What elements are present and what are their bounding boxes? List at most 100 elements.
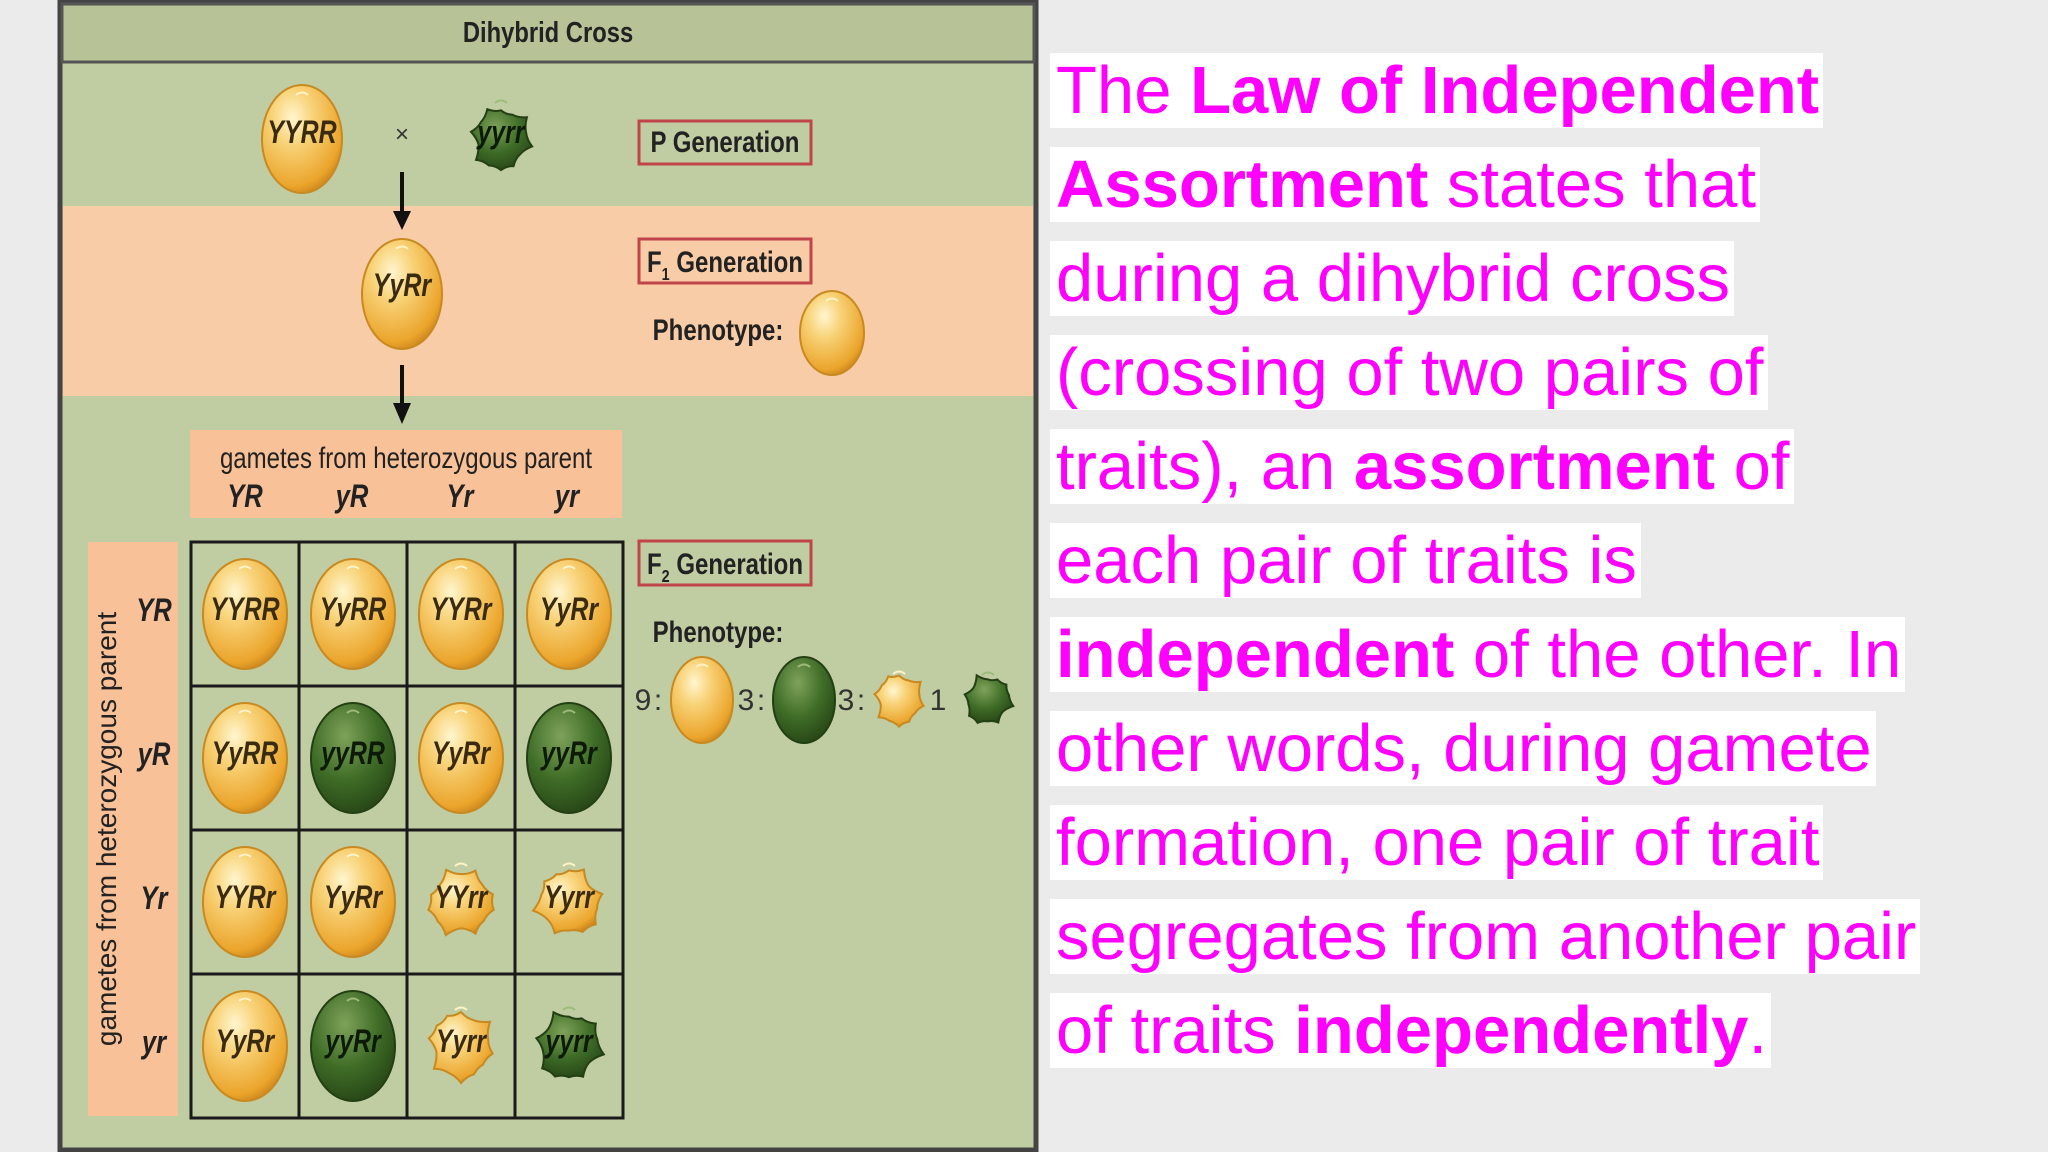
yellow-wrinkled-pea-icon <box>872 670 926 729</box>
genotype-label: Yyrr <box>436 1024 488 1060</box>
green-round-pea-icon <box>526 702 612 814</box>
green-wrinkled-pea-icon <box>963 671 1015 725</box>
green-wrinkled-pea-icon <box>469 99 534 172</box>
ratio-separator: : <box>757 684 765 717</box>
gamete-allele-top: Yr <box>446 479 475 514</box>
law-text-line: traits), an assortment of <box>1050 429 1794 504</box>
punnett-cell: yyRR <box>310 702 396 814</box>
gamete-allele-side: yr <box>140 1025 167 1060</box>
punnett-cell: YYrr <box>427 862 495 937</box>
law-text-segment: other words, during gamete <box>1056 711 1872 786</box>
p-generation-label: P Generation <box>651 124 800 158</box>
law-text-bold: Law of Independent <box>1190 53 1820 128</box>
punnett-cell: YyRR <box>202 702 288 814</box>
f1-generation-label: F1 Generation <box>647 244 803 284</box>
diagram-title: Dihybrid Cross <box>463 16 633 49</box>
punnett-cell: YyRR <box>310 558 396 670</box>
law-text-segment: segregates from another pair <box>1056 899 1917 974</box>
ratio-item: 3: <box>838 670 926 729</box>
gamete-allele-side: YR <box>136 593 172 628</box>
genotype-label: YyRr <box>432 736 492 772</box>
law-text-segment: traits), an <box>1056 429 1354 504</box>
yellow-round-pea-icon <box>670 656 734 744</box>
punnett-cell: YYRr <box>418 558 504 670</box>
ratio-number: 9 <box>635 684 652 717</box>
punnett-cell: YYRr <box>202 846 288 958</box>
genotype-label: yyrr <box>544 1024 595 1060</box>
punnett-cell: yyRr <box>310 990 396 1102</box>
yellow-round-pea-icon <box>310 558 396 670</box>
law-text-segment: The <box>1056 53 1191 128</box>
yellow-wrinkled-pea-icon <box>427 862 495 937</box>
green-round-pea-icon <box>310 990 396 1102</box>
gamete-allele-top: yr <box>553 479 580 514</box>
law-text-segment: of traits <box>1056 993 1295 1068</box>
p-generation-box <box>637 119 813 166</box>
law-text-segment: of the other. In <box>1454 617 1902 692</box>
gametes-top-caption: gametes from heterozygous parent <box>220 440 592 474</box>
law-text-line: of traits independently. <box>1050 993 1772 1068</box>
genotype-label: YyRR <box>320 592 387 628</box>
ratio-item: 3: <box>738 656 836 744</box>
dihybrid-cross-diagram: Dihybrid Cross YYRR × yyrr P Generation … <box>57 0 1039 1152</box>
law-text-segment: each pair of traits is <box>1056 523 1637 598</box>
arrow-f1-to-gametes <box>393 365 411 424</box>
yellow-wrinkled-pea-icon <box>531 862 604 935</box>
yellow-round-pea-icon <box>361 238 443 350</box>
genotype-label: YyRr <box>540 592 600 628</box>
law-text-bold: independent <box>1056 617 1455 692</box>
gamete-allele-side: Yr <box>140 881 169 916</box>
law-text-segment: (crossing of two pairs of <box>1056 335 1764 410</box>
f1-phenotype-pea <box>799 290 865 376</box>
green-wrinkled-pea-icon <box>534 1006 606 1079</box>
genotype-label: yyRr <box>540 736 599 772</box>
f2-phenotype-ratio: 9:3:3:1 <box>635 656 1015 744</box>
punnett-cell: YyRr <box>310 846 396 958</box>
punnett-cell: yyrr <box>534 1006 606 1079</box>
gametes-side-box <box>88 542 178 1116</box>
law-text-bold: assortment <box>1353 429 1716 504</box>
yellow-round-pea-icon <box>310 846 396 958</box>
gamete-allele-top: YR <box>227 479 263 514</box>
ratio-number: 3 <box>838 684 855 717</box>
genotype-label: YyRr <box>373 268 433 304</box>
green-round-pea-icon <box>772 656 836 744</box>
punnett-cell: YyRr <box>202 990 288 1102</box>
genotype-label: YyRr <box>324 880 384 916</box>
yellow-round-pea-icon <box>418 558 504 670</box>
punnett-cell: YYRR <box>202 558 288 670</box>
ratio-separator: : <box>654 684 662 717</box>
genotype-label: YyRr <box>216 1024 276 1060</box>
genotype-label: yyrr <box>476 115 527 151</box>
genotype-label: yyRR <box>319 736 385 772</box>
yellow-round-pea-icon <box>202 702 288 814</box>
ratio-number: 1 <box>930 684 947 717</box>
f2-generation-label: F2 Generation <box>647 546 803 586</box>
parent-pea-yellow-round: YYRR <box>261 84 343 194</box>
yellow-round-pea-icon <box>202 990 288 1102</box>
genotype-label: YYRr <box>430 592 493 628</box>
f1-band <box>63 206 1033 396</box>
law-text-segment: formation, one pair of trait <box>1056 805 1820 880</box>
law-text-bold: Assortment <box>1056 147 1429 222</box>
arrow-p-to-f1 <box>393 172 411 230</box>
genotype-label: yyRr <box>324 1024 383 1060</box>
genotype-label: YYRR <box>210 592 280 628</box>
yellow-wrinkled-pea-icon <box>427 1006 494 1085</box>
law-text-line: independent of the other. In <box>1050 617 1906 692</box>
law-text-segment: during a dihybrid cross <box>1056 241 1731 316</box>
law-text-line: other words, during gamete <box>1050 711 1876 786</box>
genotype-label: YYrr <box>435 880 489 916</box>
genotype-label: YyRR <box>212 736 279 772</box>
law-text-line: during a dihybrid cross <box>1050 241 1735 316</box>
ratio-item: 9: <box>635 656 734 744</box>
law-text-segment: states that <box>1428 147 1757 222</box>
f1-generation-box <box>637 237 813 285</box>
f2-phenotype-label: Phenotype: <box>653 614 784 648</box>
punnett-cell: Yyrr <box>531 862 604 935</box>
law-text-line: The Law of Independent <box>1050 53 1824 128</box>
